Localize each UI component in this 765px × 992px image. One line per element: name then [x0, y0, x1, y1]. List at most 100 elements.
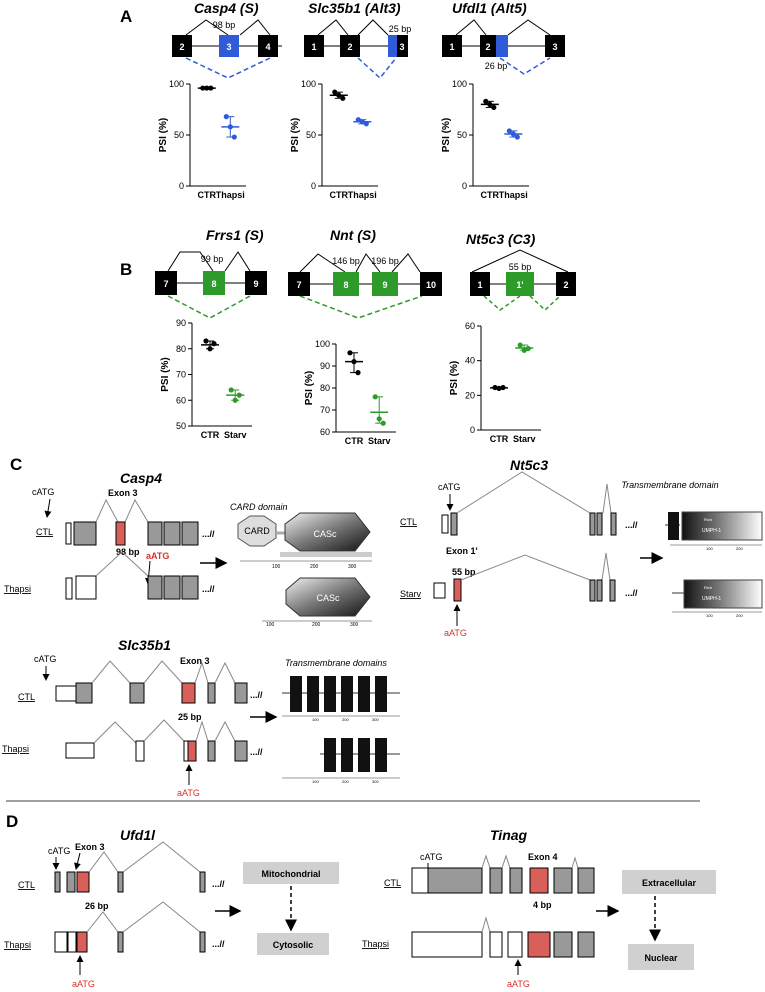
gene-title-nt5c3-b: Nt5c3 (C3) [466, 231, 536, 247]
y-tick-label: 0 [470, 425, 475, 435]
dots-label: ...// [250, 690, 263, 700]
data-point [227, 124, 233, 130]
panel-letter-a: A [120, 7, 132, 26]
exon-label: 1 [477, 280, 482, 290]
tick-label: 100 [272, 564, 281, 570]
dots-label: ...// [250, 747, 263, 757]
data-point [372, 394, 378, 400]
data-point [351, 359, 357, 365]
data-point [517, 342, 523, 348]
data-point [200, 85, 206, 91]
tick-label: 100 [312, 717, 319, 722]
y-tick-label: 50 [306, 130, 316, 140]
ctl-label: CTL [18, 692, 35, 702]
slc35b1-gene-model: Slc35b1 cATG Exon 3 CTL ...// 25 bp Thap… [2, 637, 278, 798]
data-point [483, 98, 489, 104]
catg-label: cATG [32, 487, 54, 497]
rich-label: Rich [704, 585, 712, 590]
data-point [203, 338, 209, 344]
data-point [525, 345, 531, 352]
exon-label: 1 [311, 42, 316, 52]
tinag-localization: Extracellular Nuclear [622, 870, 716, 970]
panel-letter-d: D [6, 812, 18, 831]
cytosolic-label: Cytosolic [273, 940, 314, 950]
y-tick-label: 80 [176, 344, 186, 354]
y-axis-label: PSI (%) [290, 118, 301, 152]
y-axis-label: PSI (%) [158, 118, 169, 152]
aatg-label: aATG [72, 979, 95, 989]
x-tick-label: Thapsi [348, 190, 377, 200]
data-point [228, 387, 234, 393]
data-point [207, 346, 213, 352]
gene-title-nnt: Nnt (S) [330, 227, 376, 243]
bp-label: 55 bp [452, 567, 476, 577]
data-point [496, 385, 502, 391]
gene-title-tinag: Tinag [490, 827, 528, 843]
exon-label: 7 [296, 280, 301, 290]
exon-label: Exon 3 [75, 842, 105, 852]
thapsi-label: Thapsi [362, 939, 389, 949]
tick-label: 300 [372, 717, 379, 722]
ufdl1-exon-diagram: Ufdl1 (Alt5) 1 2 3 26 bp [442, 0, 565, 75]
catg-label: cATG [438, 482, 460, 492]
ctl-label: CTL [384, 878, 401, 888]
card-label: CARD [244, 526, 270, 536]
extracellular-label: Extracellular [642, 878, 697, 888]
exon-label: 10 [426, 280, 436, 290]
bp-label: 25 bp [178, 712, 202, 722]
x-tick-label: CTR [481, 190, 500, 200]
starv-label: Starv [400, 589, 422, 599]
tm-domain-label: Transmembrane domain [621, 480, 718, 490]
data-point [380, 420, 386, 426]
slc35b1-tm-domains: Transmembrane domains 100 200 300 100 20… [282, 658, 400, 784]
y-axis-label: PSI (%) [441, 118, 452, 152]
x-tick-label: CTR [345, 436, 364, 446]
y-axis-label: PSI (%) [449, 361, 460, 395]
ufd1l-gene-model: Ufd1l cATG Exon 3 CTL ...// 26 bp Thapsi… [4, 827, 242, 989]
tick-label: 100 [312, 779, 319, 784]
y-tick-label: 0 [179, 181, 184, 191]
mitochondrial-label: Mitochondrial [262, 869, 321, 879]
data-point [208, 85, 214, 91]
data-point [359, 119, 365, 125]
data-point [376, 416, 382, 422]
exon-label: Exon 1' [446, 546, 478, 556]
y-tick-label: 90 [320, 361, 330, 371]
y-tick-label: 60 [176, 395, 186, 405]
y-tick-label: 60 [465, 321, 475, 331]
dots-label: ...// [202, 584, 215, 594]
x-tick-label: CTR [201, 430, 220, 440]
aatg-label: aATG [507, 979, 530, 989]
exon-label: Exon 3 [108, 488, 138, 498]
data-point [340, 95, 346, 101]
y-tick-label: 70 [320, 405, 330, 415]
data-point [336, 92, 342, 98]
tick-label: 100 [266, 622, 275, 628]
bp-label: 26 bp [85, 901, 109, 911]
x-tick-label: Starv [513, 434, 536, 444]
bp-label: 26 bp [485, 61, 508, 71]
casp4-protein-domains: CARD domain CARD CASc 100 200 300 CASc 1… [230, 502, 372, 628]
y-tick-label: 80 [320, 383, 330, 393]
tick-label: 100 [706, 613, 713, 618]
data-point [500, 384, 506, 391]
data-point [521, 347, 527, 353]
data-point [211, 341, 217, 347]
gene-title-slc35b1-c: Slc35b1 [118, 637, 171, 653]
exon-label: 8 [211, 279, 216, 289]
catg-label: cATG [420, 852, 442, 862]
data-point [514, 134, 520, 140]
bp-label: 98 bp [213, 20, 236, 30]
bp-label: 55 bp [509, 262, 532, 272]
data-point [355, 370, 361, 376]
nt5c3-gene-model: Nt5c3 cATG CTL ...// Exon 1' 55 bp Starv… [400, 457, 664, 638]
tick-label: 200 [342, 779, 349, 784]
bp-label: 196 bp [371, 256, 399, 266]
panel-letter-c: C [10, 455, 22, 474]
y-tick-label: 100 [169, 79, 184, 89]
slc35b1-exon-diagram: Slc35b1 (Alt3) 1 2 3 25 bp [304, 0, 411, 80]
nuclear-label: Nuclear [644, 953, 678, 963]
